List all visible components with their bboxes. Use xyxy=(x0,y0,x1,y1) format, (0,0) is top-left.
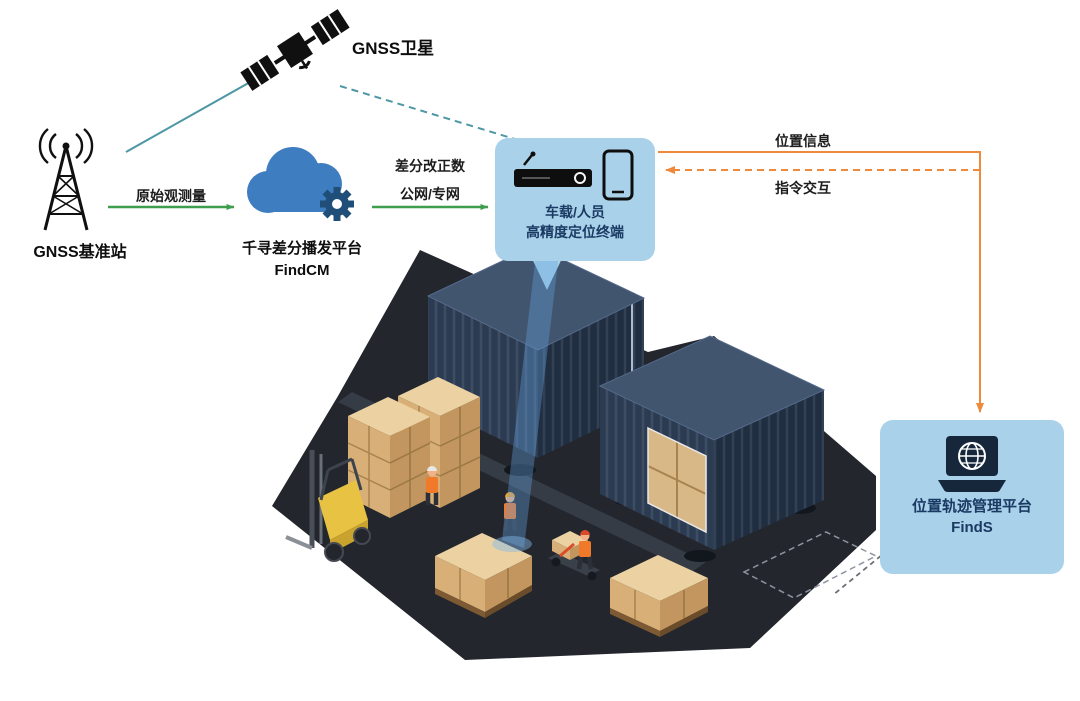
cloud-platform-name: 千寻差分播发平台 xyxy=(241,240,362,257)
cloud-platform-icon xyxy=(247,147,354,221)
warehouse-scene xyxy=(272,245,878,660)
pallet-right xyxy=(610,555,708,637)
position-info-label: 位置信息 xyxy=(775,133,831,149)
sat-to-base-line xyxy=(125,71,269,153)
correction-label-line1: 差分改正数 xyxy=(395,158,465,174)
cloud-platform-product: FindCM xyxy=(274,261,330,279)
platform-icon xyxy=(938,436,1006,492)
position-info-arrow xyxy=(658,151,984,413)
terminal-node: 车载/人员 高精度定位终端 xyxy=(495,138,655,261)
satellite-label: GNSS卫星 xyxy=(352,39,435,58)
worker-1 xyxy=(425,466,439,505)
worker-3 xyxy=(576,530,594,570)
platform-label-name: 位置轨迹管理平台 xyxy=(911,498,1032,515)
terminal-icons xyxy=(514,149,634,201)
finds-bubble-tail xyxy=(832,549,889,596)
gnss-base-station-icon xyxy=(38,128,94,231)
parking-spot-dashed xyxy=(742,531,878,599)
container-2 xyxy=(598,335,826,562)
terminal-label-line1: 车载/人员 xyxy=(545,204,605,220)
cloud-platform-label: 千寻差分播发平台 FindCM xyxy=(216,238,388,282)
worker-2 xyxy=(502,492,518,532)
positioning-beam xyxy=(502,254,559,548)
gnss-satellite-icon xyxy=(240,9,350,91)
gear-icon xyxy=(320,187,354,221)
beam-spot xyxy=(492,536,532,552)
terminal-label-line2: 高精度定位终端 xyxy=(526,223,624,240)
laptop-globe-icon xyxy=(938,436,1006,492)
command-label: 指令交互 xyxy=(775,180,831,196)
platform-label-product: FindS xyxy=(951,519,993,536)
forklift xyxy=(285,450,371,562)
handheld-phone-icon xyxy=(602,149,634,201)
sat-to-terminal-dashed-line xyxy=(339,85,519,141)
raw-observation-label: 原始观测量 xyxy=(136,188,206,204)
vehicle-terminal-icon xyxy=(514,151,592,187)
correction-label-line2: 公网/专网 xyxy=(400,186,460,202)
pallet-center xyxy=(435,533,532,618)
management-platform-node: 位置轨迹管理平台 FindS xyxy=(880,420,1064,574)
base-station-label: GNSS基准站 xyxy=(33,244,127,261)
